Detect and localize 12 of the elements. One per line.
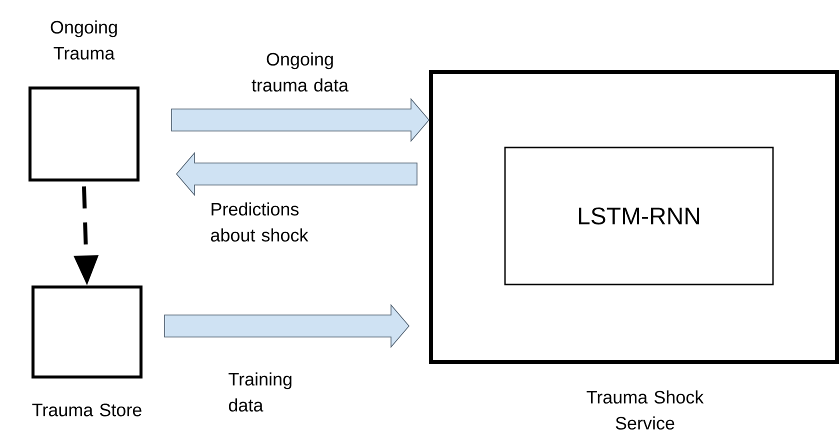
block-arrow <box>171 98 430 142</box>
edge-label: Ongoing trauma data <box>252 52 349 92</box>
process-box <box>28 20 140 182</box>
block-arrow <box>176 152 418 196</box>
inner-box: LSTM-RNN <box>504 146 774 286</box>
node-label: Ongoing Trauma <box>50 20 117 60</box>
block-arrow <box>164 304 410 348</box>
process-box <box>32 286 142 416</box>
edge-label: Training data <box>228 372 292 412</box>
node-label: Trauma Store <box>32 404 142 416</box>
node-label: Trauma Shock Service <box>586 390 704 430</box>
edge-label: Predictions about shock <box>210 202 308 242</box>
